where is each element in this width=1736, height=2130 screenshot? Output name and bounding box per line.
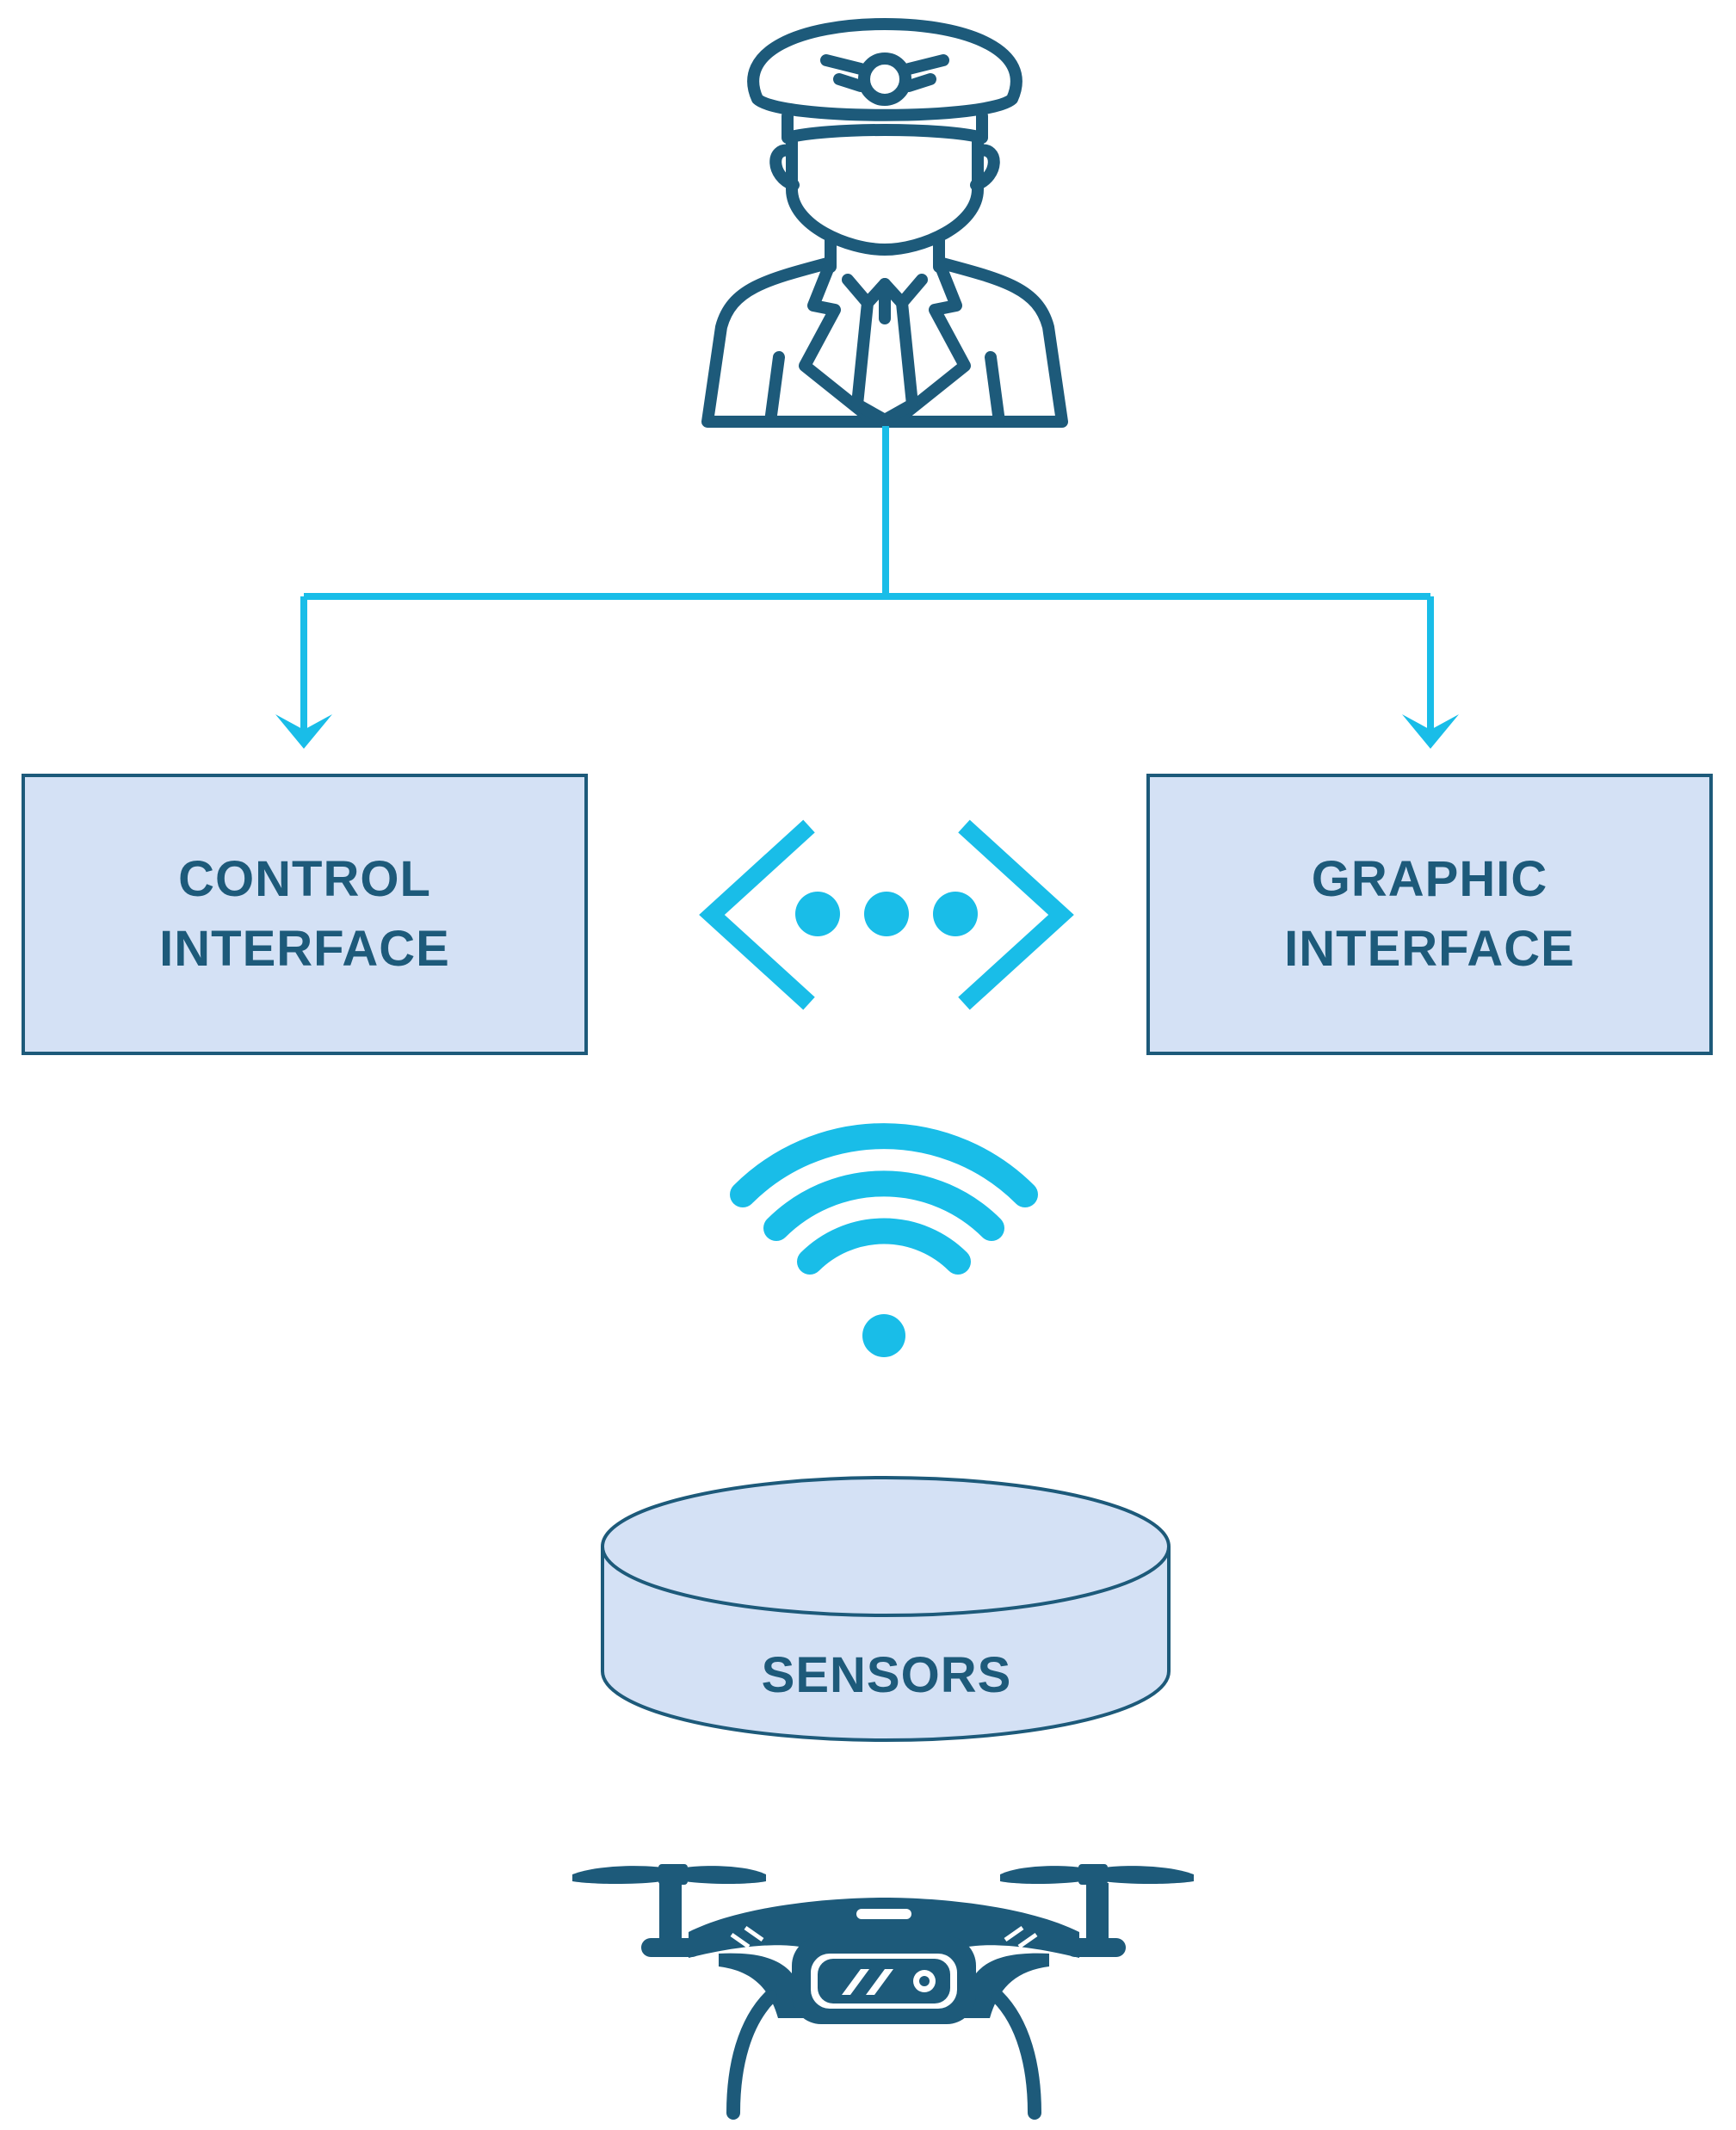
arrow-to-control-interface xyxy=(275,714,332,749)
connector-lines xyxy=(300,426,1434,740)
control-interface-label-line1: CONTROL xyxy=(178,851,431,907)
sensors-cylinder: SENSORS xyxy=(601,1476,1171,1742)
graphic-interface-label-line1: GRAPHIC xyxy=(1312,851,1548,907)
pilot-icon xyxy=(701,18,1068,428)
graphic-interface-box: GRAPHIC INTERFACE xyxy=(1146,774,1713,1055)
wifi-icon xyxy=(730,1123,1038,1357)
control-interface-label-line2: INTERFACE xyxy=(159,921,450,977)
arrow-to-graphic-interface xyxy=(1402,714,1459,749)
arrowheads xyxy=(275,714,1459,749)
graphic-interface-label-line2: INTERFACE xyxy=(1284,921,1575,977)
data-exchange-icon xyxy=(699,819,1074,1010)
control-interface-box: CONTROL INTERFACE xyxy=(22,774,588,1055)
drone-icon xyxy=(572,1864,1194,2120)
sensors-label: SENSORS xyxy=(762,1647,1012,1703)
